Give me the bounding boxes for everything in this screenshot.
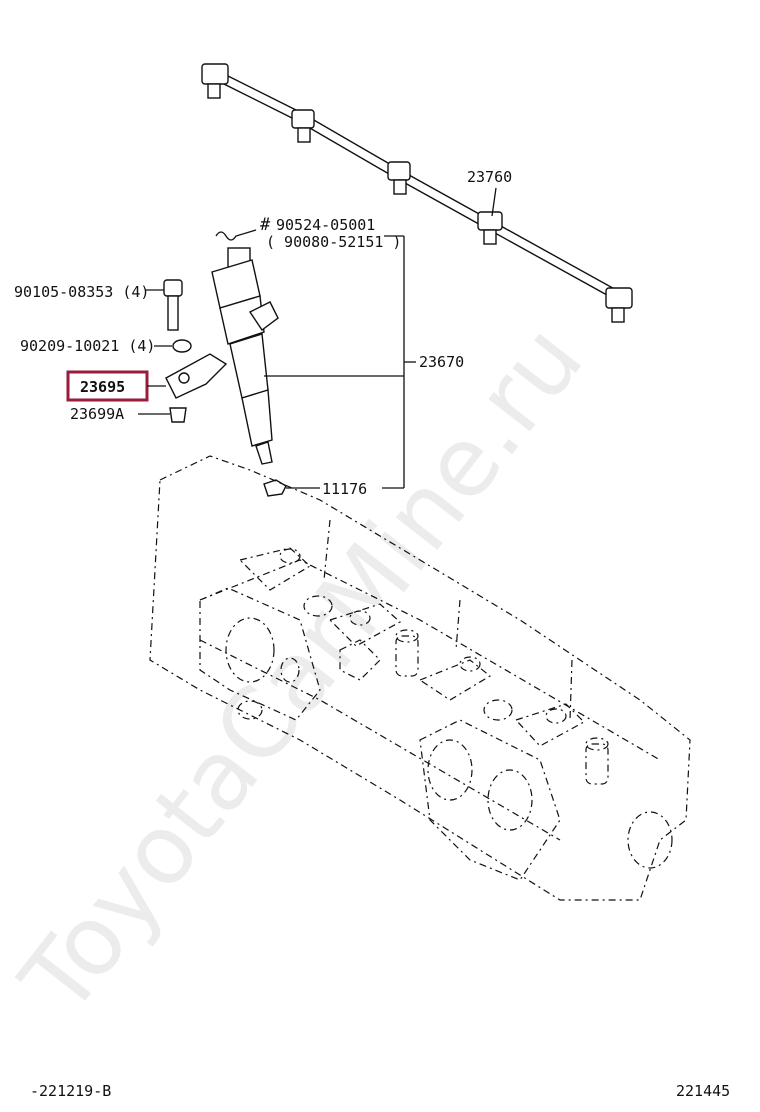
footer-code-left: -221219-B — [30, 1082, 111, 1100]
footer-code-right: 221445 — [676, 1082, 730, 1100]
washer — [172, 339, 192, 353]
injector — [211, 247, 279, 465]
union-squiggle-leader — [215, 229, 257, 241]
label-union-bolt: 90524-05001 — [276, 216, 375, 234]
clamp — [165, 353, 228, 399]
rail-leader — [491, 187, 497, 217]
label-bolt: 90105-08353 (4) — [14, 283, 149, 301]
label-seat: 23699A — [70, 405, 124, 423]
label-washer: 90209-10021 (4) — [20, 337, 155, 355]
label-injector: 23670 — [419, 353, 464, 371]
label-union-mark: # — [260, 215, 271, 235]
label-gasket: 11176 — [322, 480, 367, 498]
gasket — [263, 479, 287, 497]
cylinder-head — [149, 455, 691, 901]
label-clamp: 23695 — [80, 378, 125, 396]
label-union-bolt-alt: ( 90080-52151 ) — [266, 233, 401, 251]
label-rail: 23760 — [467, 168, 512, 186]
bolt — [163, 279, 183, 331]
fuel-rail — [201, 63, 633, 323]
clamp-hole — [178, 372, 190, 384]
seat — [169, 407, 187, 423]
